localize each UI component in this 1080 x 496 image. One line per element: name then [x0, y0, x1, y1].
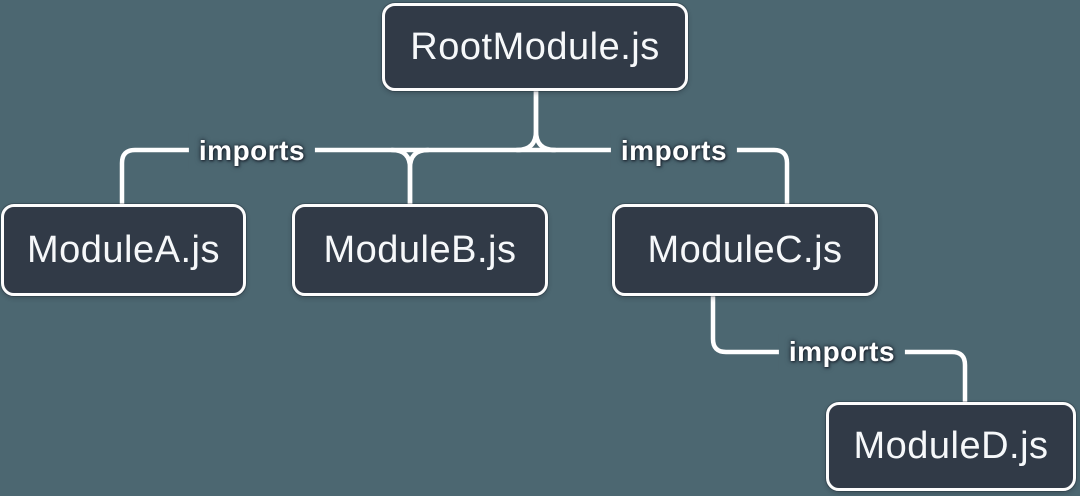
edge-bus-root-children	[119, 147, 790, 210]
node-moduleA: ModuleA.js	[1, 204, 246, 296]
edge-root-drop-left-flare	[514, 86, 539, 153]
node-moduleB-label: ModuleB.js	[323, 228, 517, 271]
node-rootmodule-label: RootModule.js	[410, 25, 660, 68]
node-rootmodule: RootModule.js	[382, 3, 688, 91]
node-moduleB: ModuleB.js	[292, 204, 548, 296]
edge-moduleB-drop-right-fillet	[407, 147, 431, 210]
node-moduleC: ModuleC.js	[612, 204, 878, 296]
edge-label-imports-moduleD: imports	[778, 334, 906, 370]
edge-label-imports-moduleA: imports	[188, 133, 316, 169]
edge-root-drop-right-flare	[533, 86, 558, 153]
edge-moduleB-drop-left-fillet	[389, 147, 413, 210]
node-moduleC-label: ModuleC.js	[647, 228, 843, 271]
node-moduleA-label: ModuleA.js	[27, 228, 220, 271]
edge-label-imports-moduleC: imports	[610, 133, 738, 169]
node-moduleD-label: ModuleD.js	[853, 425, 1049, 467]
node-moduleD: ModuleD.js	[826, 402, 1076, 491]
